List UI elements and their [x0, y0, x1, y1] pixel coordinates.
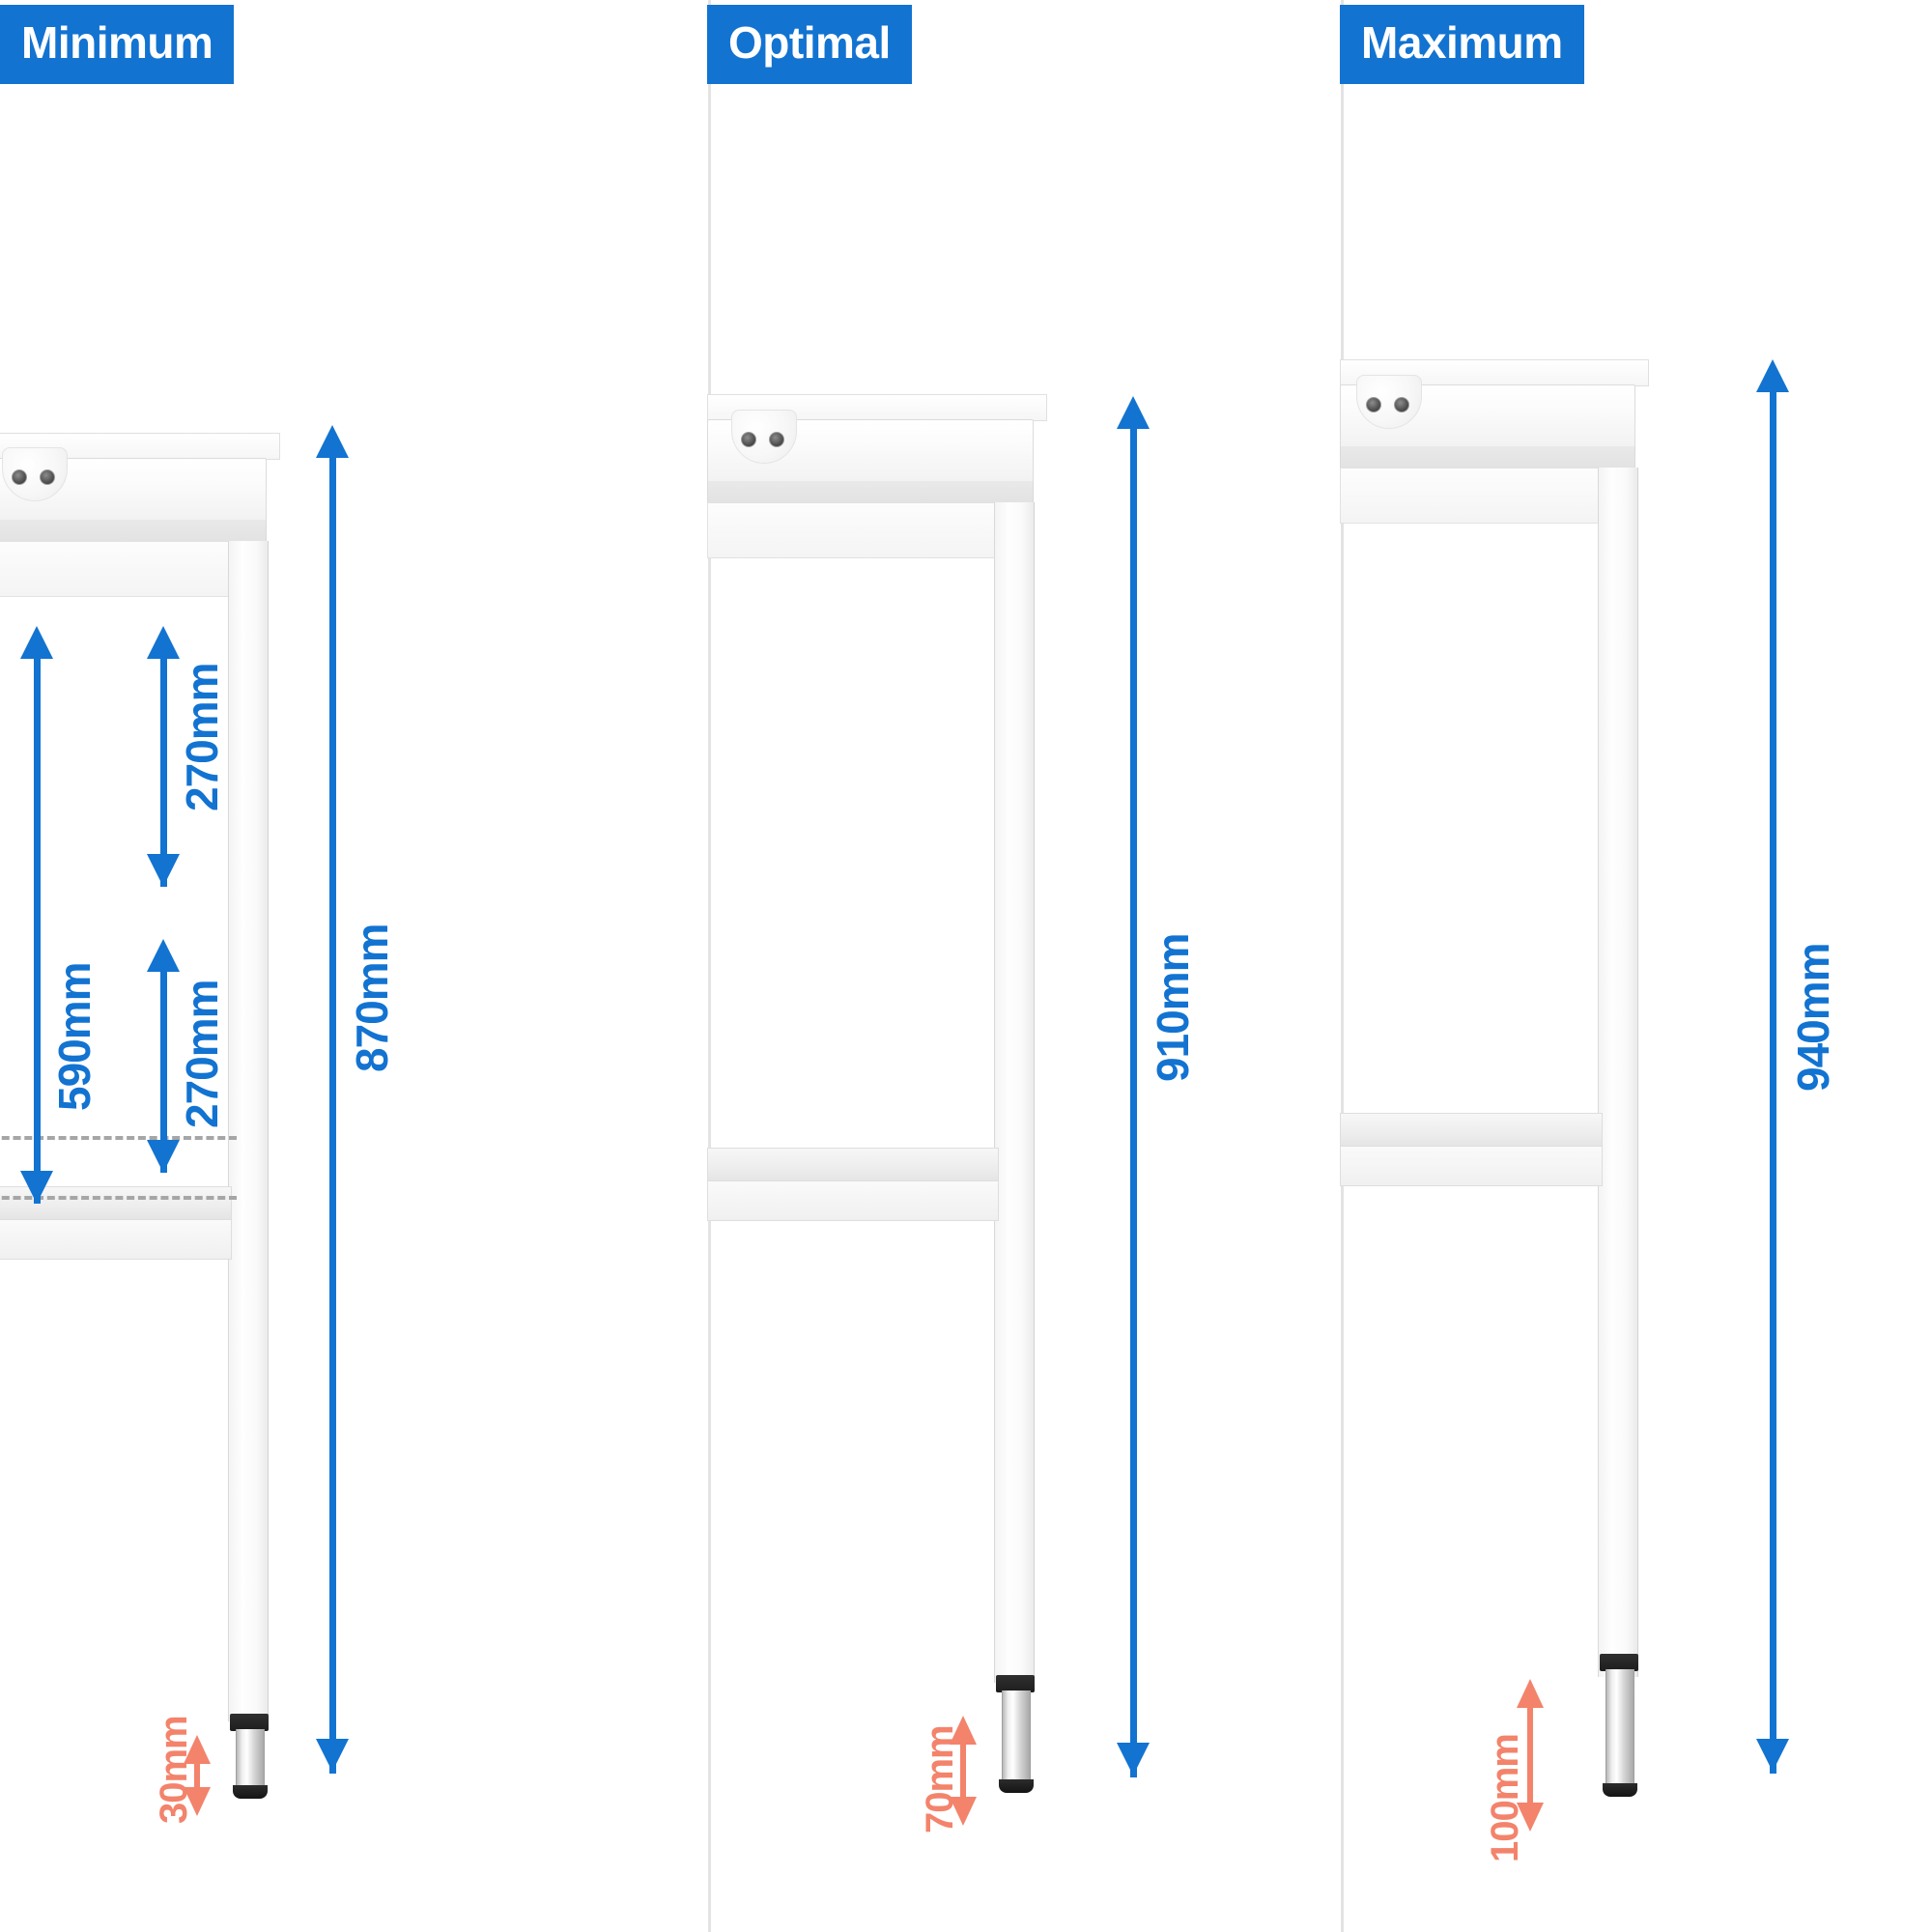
lower-brace-face: [1340, 1146, 1603, 1186]
lower-brace-face: [0, 1219, 232, 1260]
arrow-down-icon: [1756, 1739, 1789, 1772]
arrow-up-icon: [147, 626, 180, 659]
worktop-shadow-band: [0, 520, 267, 543]
worktop-shadow-band: [1340, 446, 1635, 469]
arrow-down-icon: [316, 1739, 349, 1772]
foot-cap: [230, 1714, 269, 1731]
dimension-line: [160, 657, 167, 887]
dimension-label-590: 590mm: [49, 962, 99, 1111]
dimension-label-270-lower: 270mm: [177, 980, 227, 1128]
arrow-down-icon: [184, 1787, 211, 1816]
arrow-down-icon: [147, 1140, 180, 1173]
arrow-up-icon: [1517, 1679, 1544, 1708]
panel-optimal: Optimal 910mm: [707, 0, 1343, 1932]
dimension-line: [1527, 1706, 1533, 1804]
lower-cross-brace: [707, 1148, 999, 1182]
arrow-down-icon: [1517, 1803, 1544, 1832]
adjustable-foot-shaft: [1002, 1690, 1031, 1783]
foot-base: [1603, 1783, 1637, 1797]
adjustable-foot-shaft: [236, 1729, 265, 1789]
arrow-down-icon: [20, 1171, 53, 1204]
foot-base: [999, 1779, 1034, 1793]
panel-divider: [708, 0, 711, 1932]
arrow-down-icon: [1117, 1743, 1150, 1776]
arrow-down-icon: [950, 1797, 977, 1826]
screw-icon: [741, 432, 756, 447]
arrow-down-icon: [147, 854, 180, 887]
dimension-label-70: 70mm: [919, 1725, 961, 1833]
dimension-label-870: 870mm: [347, 923, 397, 1072]
table-apron: [707, 502, 1009, 558]
mounting-bracket: [731, 410, 797, 464]
dimension-line: [194, 1762, 200, 1789]
dimension-label-30: 30mm: [153, 1716, 195, 1824]
panel-minimum: Minimum 590mm: [0, 0, 710, 1932]
dimension-line: [160, 970, 167, 1173]
screw-icon: [1366, 397, 1381, 412]
reference-line-lower: [0, 1196, 237, 1200]
panel-maximum: Maximum 940mm: [1340, 0, 1932, 1932]
lower-cross-brace: [1340, 1113, 1603, 1148]
foot-base: [233, 1785, 268, 1799]
arrow-up-icon: [950, 1716, 977, 1745]
screw-icon: [769, 432, 784, 447]
adjustable-foot-shaft: [1605, 1669, 1634, 1787]
table-leg: [994, 502, 1035, 1683]
worktop-shadow-band: [707, 481, 1034, 504]
table-leg: [1598, 468, 1638, 1677]
arrow-up-icon: [1756, 359, 1789, 392]
badge-maximum: Maximum: [1340, 5, 1584, 84]
dimension-line: [960, 1743, 966, 1799]
screw-icon: [1394, 397, 1409, 412]
screw-icon: [12, 469, 27, 485]
badge-minimum: Minimum: [0, 5, 235, 84]
arrow-up-icon: [20, 626, 53, 659]
mounting-bracket: [1356, 375, 1422, 429]
arrow-up-icon: [1117, 396, 1150, 429]
panel-divider: [1341, 0, 1344, 1932]
dimension-label-270-upper: 270mm: [177, 663, 227, 811]
dimension-line: [1130, 427, 1137, 1777]
badge-optimal: Optimal: [707, 5, 912, 84]
arrow-up-icon: [184, 1735, 211, 1764]
reference-line-upper: [0, 1136, 237, 1140]
dimension-label-940: 940mm: [1788, 943, 1838, 1092]
table-apron: [1340, 468, 1612, 524]
arrow-up-icon: [147, 939, 180, 972]
dimension-line: [34, 657, 41, 1204]
table-apron: [0, 541, 242, 597]
dimension-label-910: 910mm: [1148, 933, 1198, 1082]
arrow-up-icon: [316, 425, 349, 458]
mounting-bracket: [2, 447, 68, 501]
dimension-line: [1770, 390, 1776, 1774]
screw-icon: [40, 469, 55, 485]
foot-cap: [996, 1675, 1035, 1692]
dimension-line: [329, 456, 336, 1774]
foot-cap: [1600, 1654, 1638, 1671]
lower-brace-face: [707, 1180, 999, 1221]
table-leg: [228, 541, 269, 1721]
dimension-label-100: 100mm: [1484, 1734, 1526, 1862]
